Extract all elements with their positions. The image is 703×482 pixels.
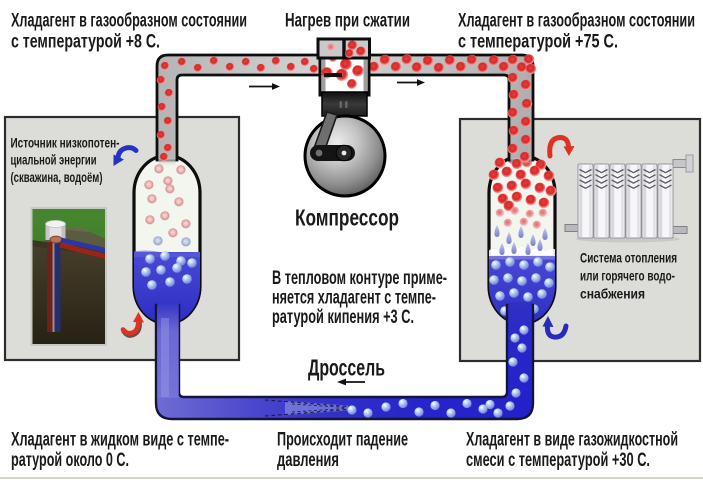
svg-text:Хладагент в виде газожидкостно: Хладагент в виде газожидкостной	[466, 430, 678, 451]
svg-text:с температурой +8 С.: с температурой +8 С.	[11, 31, 160, 52]
svg-text:Хладагент в газообразном состо: Хладагент в газообразном состоянии	[458, 11, 695, 32]
svg-text:Происходит падение: Происходит падение	[277, 430, 408, 451]
svg-text:Источник низкопотен-: Источник низкопотен-	[11, 135, 120, 151]
svg-text:Нагрев при сжатии: Нагрев при сжатии	[285, 11, 410, 32]
svg-text:или горячего водо-: или горячего водо-	[580, 269, 675, 284]
svg-text:Система отопления: Система отопления	[580, 251, 677, 266]
svg-text:циальной энергии: циальной энергии	[11, 152, 97, 168]
svg-text:с температурой +75 С.: с температурой +75 С.	[458, 31, 618, 52]
svg-text:ратурой кипения +3 С.: ратурой кипения +3 С.	[272, 307, 414, 328]
svg-text:давления: давления	[277, 450, 339, 471]
svg-text:смеси с температурой +30 С.: смеси с температурой +30 С.	[466, 450, 650, 471]
svg-text:снабжения: снабжения	[580, 287, 645, 302]
svg-text:Хладагент в жидком виде с темп: Хладагент в жидком виде с темпе-	[11, 430, 229, 451]
svg-text:ратурой около 0 С.: ратурой около 0 С.	[11, 450, 129, 471]
svg-text:В тепловом контуре приме-: В тепловом контуре приме-	[272, 268, 447, 289]
svg-text:Компрессор: Компрессор	[295, 205, 399, 231]
svg-text:Хладагент в газообразном состо: Хладагент в газообразном состоянии	[11, 11, 247, 32]
svg-text:няется хладагент с темпе-: няется хладагент с темпе-	[272, 288, 436, 309]
svg-text:Дроссель: Дроссель	[308, 355, 385, 381]
svg-text:(скважина, водоём): (скважина, водоём)	[11, 169, 103, 185]
